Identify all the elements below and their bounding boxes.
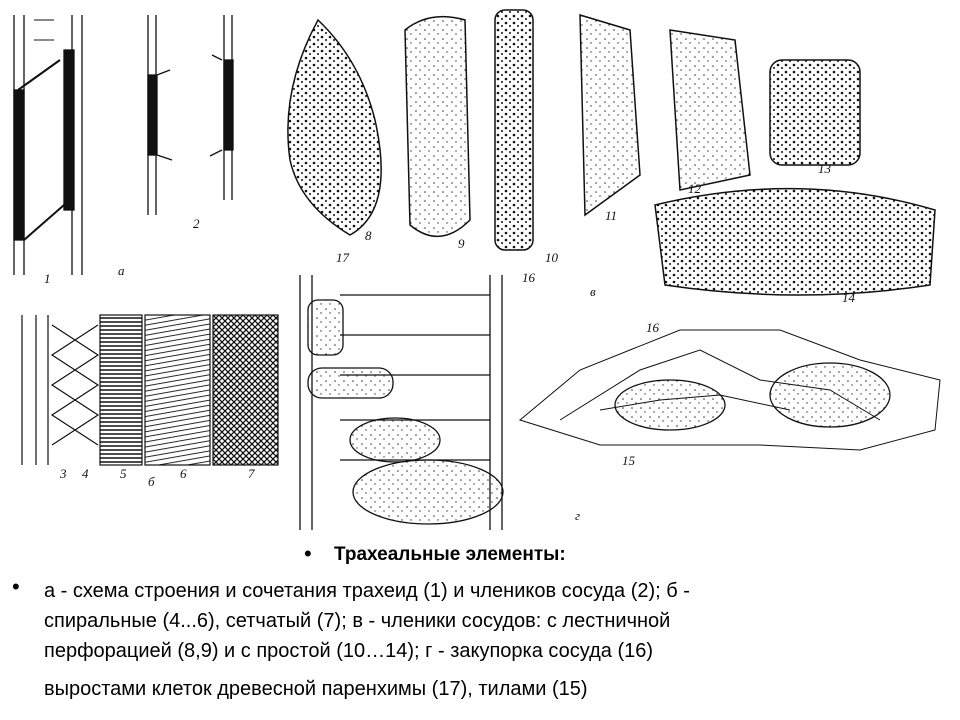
label-9: 9	[458, 236, 465, 251]
label-16-g: 16	[646, 320, 660, 335]
label-13: 13	[818, 161, 832, 176]
bullet-caption: •	[12, 574, 20, 599]
label-12: 12	[688, 181, 702, 196]
label-4: 4	[82, 466, 89, 481]
label-7: 7	[248, 466, 255, 481]
label-6: 6	[180, 466, 187, 481]
caption-line-3: перфорацией (8,9) и с простой (10…14); г…	[44, 640, 654, 662]
part-g-vessel-blockage	[299, 275, 941, 530]
label-2: 2	[193, 216, 200, 231]
label-17: 17	[336, 250, 350, 265]
label-16-v: 16	[522, 270, 536, 285]
label-1: 1	[44, 271, 51, 286]
label-v: в	[590, 284, 596, 299]
bullet-title: •	[304, 541, 312, 566]
label-b: б	[148, 474, 155, 489]
label-a: а	[118, 263, 125, 278]
caption-line-4: выростами клеток древесной паренхимы (17…	[44, 678, 588, 700]
label-15: 15	[622, 453, 636, 468]
part-a-tracheids	[13, 15, 234, 275]
figure-labels: 1 а 2 3 4 5 б 6 7 8 9 10 11 12 13 14 17 …	[44, 161, 856, 523]
part-v-vessel-members	[287, 9, 936, 296]
label-g: г	[575, 508, 580, 523]
caption-line-1: а - схема строения и сочетания трахеид (…	[44, 580, 690, 602]
caption-line-2: спиральные (4...6), сетчатый (7); в - чл…	[44, 610, 671, 632]
label-5: 5	[120, 466, 127, 481]
caption-title: Трахеальные элементы:	[334, 544, 566, 565]
label-14: 14	[842, 290, 856, 305]
label-11: 11	[605, 208, 617, 223]
label-3: 3	[59, 466, 67, 481]
label-8: 8	[365, 228, 372, 243]
label-10: 10	[545, 250, 559, 265]
caption-text: а - схема строения и сочетания трахеид (…	[44, 576, 944, 704]
part-b-spiral-vessels	[21, 314, 279, 466]
botanical-figure: 1 а 2 3 4 5 б 6 7 8 9 10 11 12 13 14 17 …	[13, 9, 941, 530]
